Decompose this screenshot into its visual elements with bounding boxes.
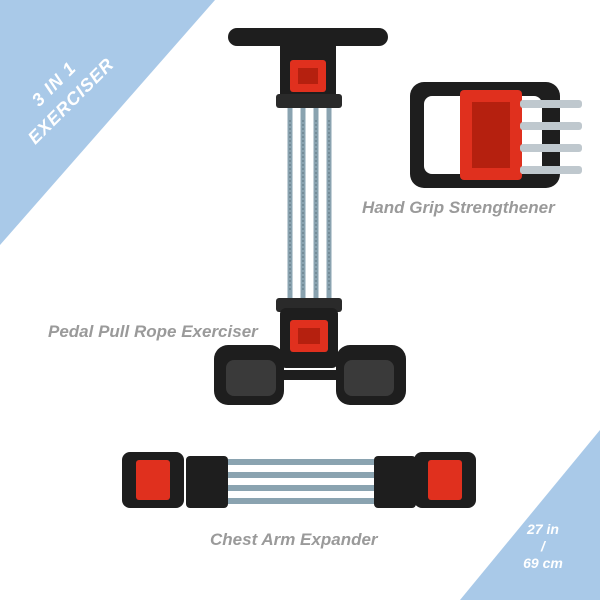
caption-hand-grip: Hand Grip Strengthener <box>362 198 555 217</box>
bottom-right-badge-text: 27 in / 69 cm <box>508 521 578 572</box>
size-inches: 27 in <box>527 521 559 537</box>
pedal-pull-exerciser <box>214 28 406 405</box>
caption-chest-arm: Chest Arm Expander <box>210 530 378 549</box>
hand-grip-strengthener <box>410 82 582 188</box>
size-cm: 69 cm <box>523 555 563 571</box>
chest-arm-expander <box>122 452 476 508</box>
size-separator: / <box>541 538 545 554</box>
caption-pedal-pull: Pedal Pull Rope Exerciser <box>48 322 258 341</box>
